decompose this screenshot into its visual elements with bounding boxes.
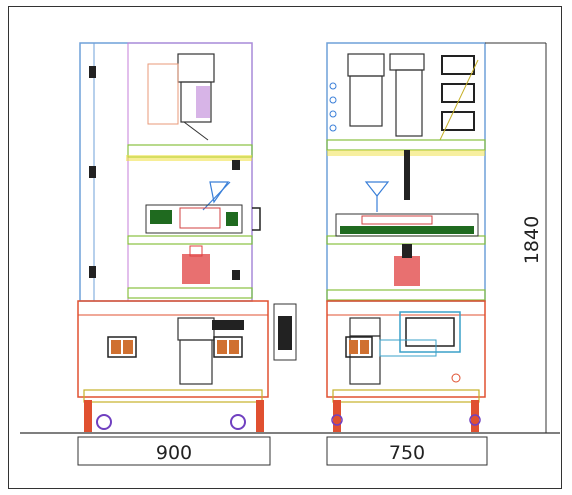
height-label: 1840 (521, 216, 543, 264)
side-view (326, 42, 486, 432)
dimension-lines (77, 42, 547, 466)
front-view (77, 42, 297, 432)
front-width-box (77, 436, 271, 466)
side-width-box (326, 436, 488, 466)
drawing-frame (8, 6, 562, 489)
front-width-label: 900 (156, 442, 192, 464)
side-width-label: 750 (389, 442, 425, 464)
